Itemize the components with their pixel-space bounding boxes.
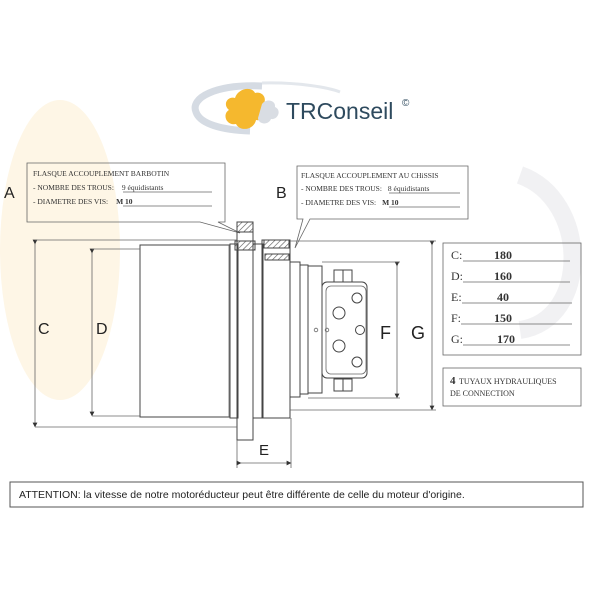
svg-text:D:: D: [451, 269, 463, 283]
svg-text:- NOMBRE DES TROUS:9 équidista: - NOMBRE DES TROUS:9 équidistants [33, 183, 163, 192]
svg-text:G: G [411, 323, 425, 343]
svg-text:FLASQUE ACCOUPLEMENT BARBOTIN: FLASQUE ACCOUPLEMENT BARBOTIN [33, 169, 170, 178]
dim-row-d: D: 160 [451, 269, 570, 283]
dimension-table: C: 180 D: 160 E: 40 F: 150 G: 170 [442, 242, 582, 356]
svg-text:E:: E: [451, 290, 462, 304]
dimension-d: D [89, 248, 140, 417]
dim-row-g: G: 170 [451, 332, 570, 346]
box-flasque-barbotin: FLASQUE ACCOUPLEMENT BARBOTIN - NOMBRE D… [26, 162, 241, 234]
svg-text:TRConseil: TRConseil [286, 98, 393, 124]
svg-text:180: 180 [494, 248, 512, 262]
svg-text:- NOMBRE DES TROUS:8 équidista: - NOMBRE DES TROUS:8 équidistants [301, 184, 429, 193]
dim-row-e: E: 40 [451, 290, 572, 304]
svg-text:D: D [96, 321, 108, 338]
svg-text:DE CONNECTION: DE CONNECTION [450, 389, 515, 398]
dimension-c: C [32, 239, 237, 428]
svg-text:F: F [380, 323, 391, 343]
svg-text:4: 4 [450, 375, 456, 387]
svg-text:40: 40 [497, 290, 509, 304]
label-b: B [276, 185, 287, 202]
svg-text:E: E [259, 442, 269, 459]
trconseil-logo: TRConseil © [191, 81, 410, 135]
svg-text:G:: G: [451, 332, 463, 346]
box-flasque-chassis: FLASQUE ACCOUPLEMENT AU CHiSSIS - NOMBRE… [294, 165, 469, 249]
svg-text:C:: C: [451, 248, 462, 262]
dim-row-c: C: 180 [451, 248, 570, 262]
svg-text:160: 160 [494, 269, 512, 283]
dimension-g: G [290, 240, 436, 411]
svg-text:©: © [402, 98, 410, 109]
svg-text:ATTENTION: la vitesse de notre: ATTENTION: la vitesse de notre motoréduc… [19, 489, 465, 501]
motor-drawing [139, 221, 368, 441]
svg-text:TUYAUX HYDRAULIQUES: TUYAUX HYDRAULIQUES [459, 377, 557, 386]
dimension-e: E [236, 418, 292, 468]
svg-text:- DIAMETRE DES VIS:M 10: - DIAMETRE DES VIS:M 10 [301, 198, 399, 207]
attention-notice: ATTENTION: la vitesse de notre motoréduc… [9, 481, 584, 508]
svg-text:FLASQUE ACCOUPLEMENT AU CHiSSI: FLASQUE ACCOUPLEMENT AU CHiSSIS [301, 171, 439, 180]
hydraulics-box: 4 TUYAUX HYDRAULIQUES DE CONNECTION [442, 367, 582, 407]
dimension-f: F [308, 261, 400, 399]
svg-text:170: 170 [497, 332, 515, 346]
svg-text:C: C [38, 321, 50, 338]
svg-text:F:: F: [451, 311, 461, 325]
label-a: A [4, 185, 15, 202]
dim-row-f: F: 150 [451, 311, 572, 325]
svg-text:150: 150 [494, 311, 512, 325]
svg-text:- DIAMETRE DES VIS:M 10: - DIAMETRE DES VIS:M 10 [33, 197, 133, 206]
